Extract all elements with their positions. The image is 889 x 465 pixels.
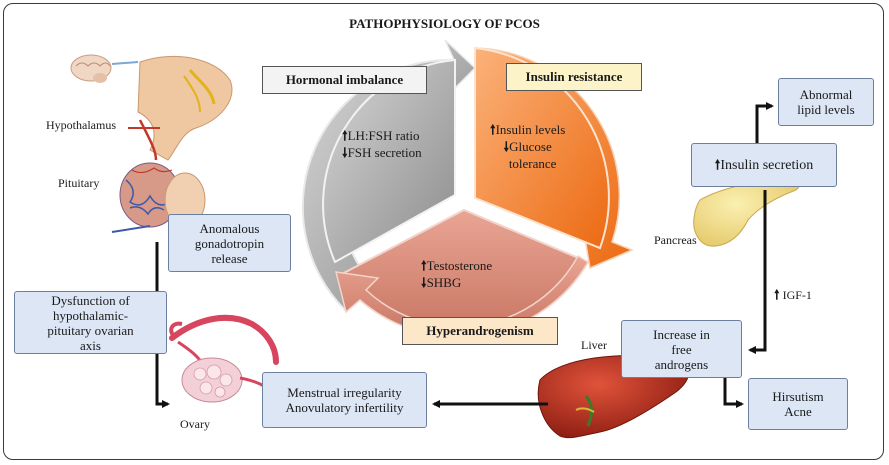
testosterone: Testosterone (426, 258, 493, 273)
box-line: gonadotropin (194, 235, 265, 251)
box-line: Menstrual irregularity (287, 385, 402, 400)
ovary-illustration (169, 314, 279, 403)
fsh-secretion: FSH secretion (347, 145, 422, 160)
pancreas-label: Pancreas (654, 233, 697, 247)
lh-fsh-ratio: LH:FSH ratio (347, 128, 420, 143)
down-arrow-icon: 🠗 (342, 146, 348, 161)
anomalous-gonadotropin-box: Anomalous gonadotropin release (168, 214, 291, 272)
box-line: Abnormal (799, 87, 853, 102)
glucose: Glucose (509, 139, 552, 154)
up-arrow-icon: 🠕 (342, 129, 348, 144)
free-androgens-box: Increase in free androgens (621, 320, 742, 378)
shbg: SHBG (426, 275, 462, 290)
cycle-sector-insulin (474, 46, 634, 270)
insulin-resistance-tag: Insulin resistance (506, 63, 642, 91)
up-arrow-icon: 🠕 (774, 288, 780, 303)
hirsutism-acne-box: Hirsutism Acne (748, 378, 848, 430)
insulin-secretion-box: 🠕 Insulin secretion (691, 143, 837, 187)
menstrual-irregularity-box: Menstrual irregularity Anovulatory infer… (262, 372, 427, 428)
ovary-label: Ovary (180, 417, 210, 431)
up-arrow-icon: 🠕 (490, 123, 496, 138)
hypothalamus-pituitary-illustration (111, 56, 233, 233)
hormonal-details: 🠕LH:FSH ratio 🠗FSH secretion (342, 128, 422, 162)
insulin-levels: Insulin levels (495, 122, 566, 137)
box-line: pituitary ovarian (47, 322, 134, 338)
box-line: Hirsutism (772, 389, 824, 404)
hyperandrogenism-label: Hyperandrogenism (426, 323, 534, 338)
abnormal-lipid-box: Abnormal lipid levels (778, 78, 874, 126)
hyperandrogenism-tag: Hyperandrogenism (402, 317, 558, 345)
up-arrow-icon: 🠕 (421, 259, 427, 274)
tolerance: tolerance (508, 156, 557, 171)
box-line: axis (80, 337, 101, 353)
down-arrow-icon: 🠗 (503, 140, 510, 155)
diagram-title: PATHOPHYSIOLOGY OF PCOS (349, 16, 540, 31)
box-line: Increase in (653, 326, 710, 342)
pituitary-label: Pituitary (58, 176, 100, 190)
hyper-details: 🠕Testosterone 🠗SHBG (421, 258, 492, 292)
box-line: Anomalous (199, 220, 260, 236)
box-line: free (671, 341, 692, 357)
hypothalamus-label: Hypothalamus (46, 118, 116, 132)
box-line: androgens (654, 356, 709, 372)
insulin-secretion-text: Insulin secretion (720, 157, 814, 173)
insulin-resistance-label: Insulin resistance (525, 69, 623, 84)
liver-label: Liver (581, 338, 607, 352)
box-line: Anovulatory infertility (285, 400, 404, 415)
box-line: lipid levels (797, 102, 855, 117)
igf-text: IGF-1 (782, 288, 812, 302)
brain-icon (70, 54, 139, 83)
box-line: release (211, 250, 248, 266)
dysfunction-axis-box: Dysfunction of hypothalamic- pituitary o… (14, 291, 167, 354)
up-arrow-icon: 🠕 (714, 157, 721, 173)
down-arrow-icon: 🠗 (421, 276, 427, 291)
igf-label: 🠕 IGF-1 (774, 286, 812, 308)
hormonal-imbalance-label: Hormonal imbalance (285, 72, 404, 87)
hormonal-imbalance-tag: Hormonal imbalance (262, 66, 427, 94)
box-line: Acne (784, 404, 812, 419)
box-line: hypothalamic- (52, 307, 129, 323)
insulin-details: 🠕Insulin levels 🠗Glucose tolerance (490, 122, 565, 172)
box-line: Dysfunction of (51, 292, 130, 308)
